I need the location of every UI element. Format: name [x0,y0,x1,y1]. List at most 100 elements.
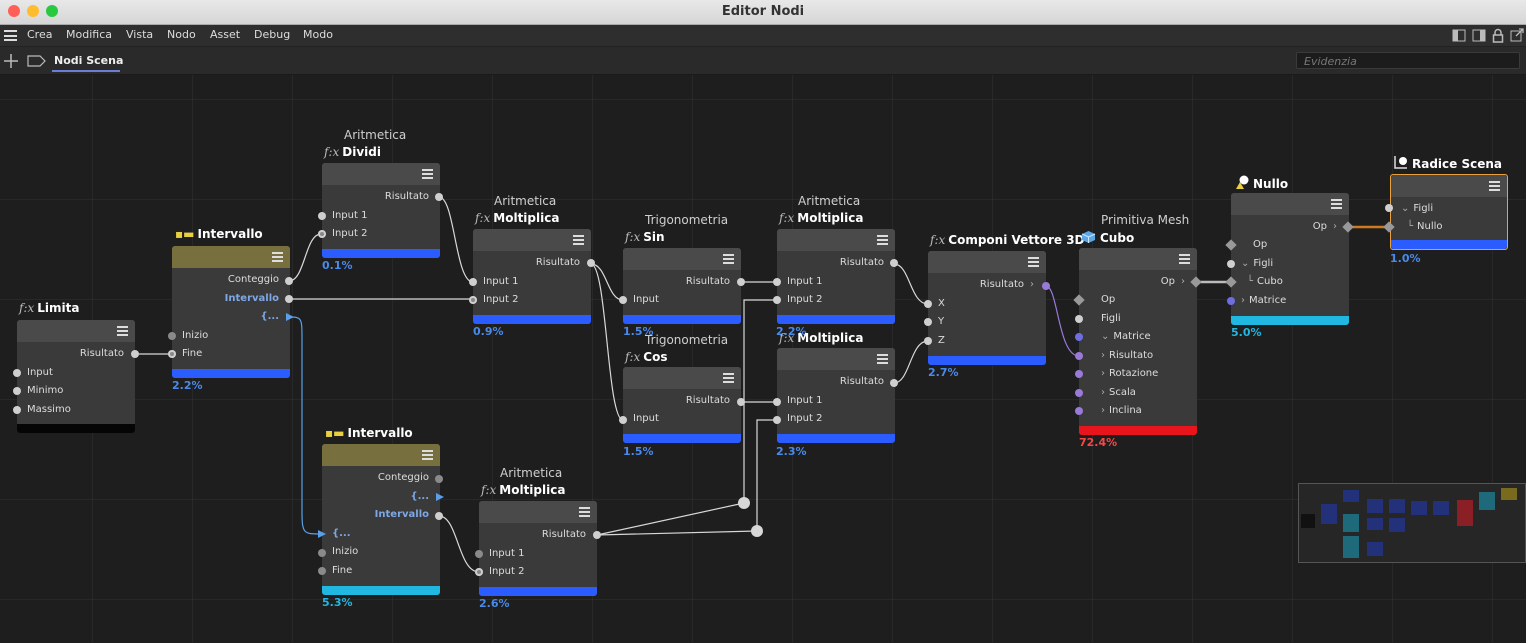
add-icon[interactable] [3,53,19,69]
port-in[interactable] [13,387,21,395]
port-in[interactable] [1075,315,1083,323]
node-cubo[interactable]: Op › Op Figli ⌄Matrice ›Risultato ›Rotaz… [1079,248,1197,435]
menu-modo[interactable]: Modo [303,28,333,41]
close-window-button[interactable] [8,5,20,17]
node-intervallo-2[interactable]: Conteggio {... Intervallo {... Inizio Fi… [322,444,440,595]
panel-icon[interactable] [1472,29,1486,42]
node-dividi[interactable]: Risultato Input 1 Input 2 [322,163,440,258]
port-in[interactable] [318,567,326,575]
port-out[interactable] [435,475,443,483]
zoom-window-button[interactable] [46,5,58,17]
port-nullo[interactable]: └Nullo [1407,221,1443,232]
node-sin[interactable]: Risultato Input [623,248,741,324]
port-in[interactable] [318,549,326,557]
port-in[interactable] [13,406,21,414]
menu-crea[interactable]: Crea [27,28,53,41]
menu-icon[interactable] [1489,181,1500,191]
port-in[interactable] [773,296,781,304]
port-in[interactable] [318,530,326,538]
menu-icon[interactable] [272,252,283,262]
port-out[interactable] [285,277,293,285]
menu-icon[interactable] [877,354,888,364]
port-in[interactable] [168,350,176,358]
menu-vista[interactable]: Vista [126,28,154,41]
chevron-right-icon[interactable]: › [1333,221,1337,232]
port-figli[interactable]: ⌄Figli [1401,203,1434,214]
port-figli[interactable]: ⌄Figli [1241,258,1274,269]
port-out[interactable] [435,193,443,201]
node-moltiplica-2[interactable]: Risultato Input 1 Input 2 [777,229,895,324]
port-out[interactable] [436,493,444,501]
port-in[interactable] [1075,389,1083,397]
port-in[interactable] [773,398,781,406]
node-moltiplica-1[interactable]: Risultato Input 1 Input 2 [473,229,591,324]
port-in[interactable] [318,230,326,238]
port-in[interactable] [13,369,21,377]
hamburger-icon[interactable] [4,30,17,41]
port-out[interactable] [1042,282,1050,290]
menu-icon[interactable] [1331,199,1342,209]
node-intervallo-1[interactable]: Conteggio Intervallo {... Inizio Fine [172,246,290,378]
menu-icon[interactable] [117,326,128,336]
port-out[interactable] [593,531,601,539]
port-in[interactable] [619,296,627,304]
node-radice-scena[interactable]: ⌄Figli └Nullo [1390,174,1508,250]
port-in[interactable] [1227,297,1235,305]
port-in[interactable] [619,416,627,424]
port-in[interactable] [1227,260,1235,268]
node-limita[interactable]: Risultato Input Minimo Massimo [17,320,135,433]
port-out[interactable] [131,350,139,358]
port-in[interactable] [773,278,781,286]
port-in[interactable] [469,296,477,304]
lock-icon[interactable] [1492,28,1504,43]
port-out[interactable] [587,259,595,267]
port-in[interactable] [924,300,932,308]
menu-icon[interactable] [422,450,433,460]
menu-icon[interactable] [1028,257,1039,267]
menu-icon[interactable] [1179,254,1190,264]
menu-icon[interactable] [573,235,584,245]
port-in[interactable] [475,550,483,558]
menu-icon[interactable] [877,235,888,245]
minimap[interactable] [1298,483,1526,563]
port-matrice[interactable]: ⌄Matrice [1101,331,1151,342]
port-out[interactable] [737,398,745,406]
search-input[interactable]: Evidenzia [1296,52,1520,69]
port-in[interactable] [773,416,781,424]
port-in[interactable] [318,212,326,220]
node-moltiplica-3[interactable]: Risultato Input 1 Input 2 [777,348,895,443]
port-out[interactable] [435,512,443,520]
port-in[interactable] [924,337,932,345]
port-scala[interactable]: ›Scala [1101,387,1136,398]
port-inclina[interactable]: ›Inclina [1101,405,1142,416]
minimize-window-button[interactable] [27,5,39,17]
node-moltiplica-low[interactable]: Risultato Input 1 Input 2 [479,501,597,596]
port-in[interactable] [168,332,176,340]
port-in[interactable] [1385,204,1393,212]
menu-icon[interactable] [723,373,734,383]
port-out[interactable] [890,379,898,387]
port-out[interactable] [737,278,745,286]
menu-nodo[interactable]: Nodo [167,28,196,41]
node-cos[interactable]: Risultato Input [623,367,741,443]
port-out[interactable] [285,295,293,303]
port-in[interactable] [924,318,932,326]
port-in[interactable] [1075,352,1083,360]
port-risultato[interactable]: ›Risultato [1101,350,1154,361]
menu-debug[interactable]: Debug [254,28,291,41]
tag-icon[interactable] [27,55,46,67]
menu-icon[interactable] [422,169,433,179]
chevron-right-icon[interactable]: › [1030,279,1034,290]
port-matrice[interactable]: ›Matrice [1241,295,1287,306]
expand-icon[interactable] [1510,28,1524,42]
menu-modifica[interactable]: Modifica [66,28,112,41]
port-in[interactable] [469,278,477,286]
node-componi-vettore[interactable]: Risultato › X Y Z [928,251,1046,365]
menu-icon[interactable] [723,254,734,264]
port-in[interactable] [1075,407,1083,415]
port-in[interactable] [1075,333,1083,341]
menu-asset[interactable]: Asset [210,28,241,41]
port-in[interactable] [1075,370,1083,378]
node-nullo[interactable]: Op › Op ⌄Figli └Cubo ›Matrice [1231,193,1349,325]
port-out[interactable] [286,313,294,321]
